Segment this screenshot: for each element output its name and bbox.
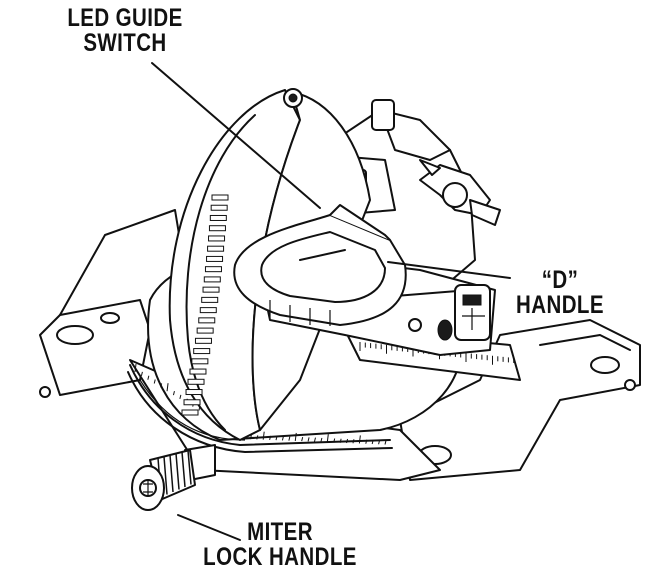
miter-scale-tick bbox=[301, 437, 304, 442]
led-guide-switch-label: LED GUIDE SWITCH bbox=[55, 6, 194, 56]
miter-scale-tick bbox=[275, 436, 278, 441]
miter-scale-tick bbox=[358, 435, 361, 444]
base-right-wing bbox=[399, 319, 641, 481]
guard-slot bbox=[183, 399, 201, 406]
guard-slot bbox=[196, 327, 214, 334]
miter-scale-tick bbox=[147, 375, 150, 380]
miter-scale-tick bbox=[179, 394, 182, 400]
miter-scale-tick bbox=[294, 432, 297, 441]
miter-scale-tick bbox=[134, 363, 137, 373]
miter-lock-leader-line bbox=[177, 514, 241, 541]
miter-scale-tick bbox=[314, 437, 316, 442]
guard-slot bbox=[208, 235, 226, 242]
guard-slot bbox=[204, 266, 222, 273]
miter-scale-tick bbox=[140, 371, 143, 376]
miter-scale-tick bbox=[249, 434, 252, 440]
miter-scale-tick bbox=[281, 436, 284, 441]
knob-ridge bbox=[175, 453, 180, 490]
d-handle-label: “D” HANDLE bbox=[490, 268, 629, 318]
miter-lock-handle-label-line-2: LOCK HANDLE bbox=[203, 543, 357, 571]
d-handle-leader-line bbox=[387, 261, 511, 279]
miter-scale-tick bbox=[307, 437, 310, 442]
miter-scale-tick bbox=[371, 439, 374, 445]
miter-scale-tick bbox=[326, 434, 329, 443]
guard-slot bbox=[199, 307, 217, 314]
miter-lock-handle-label-line-1: MITER bbox=[247, 518, 313, 546]
guard-slot bbox=[210, 204, 228, 211]
miter-scale-tick bbox=[333, 438, 336, 443]
guard-slot bbox=[206, 255, 224, 262]
miter-scale-tick bbox=[365, 439, 368, 444]
guard-slot bbox=[189, 368, 207, 375]
miter-scale-tick bbox=[262, 431, 265, 440]
guard-slot bbox=[201, 296, 219, 303]
guard-slot bbox=[202, 286, 220, 293]
guard-slot bbox=[187, 378, 205, 385]
d-handle-label-line-1: “D” bbox=[541, 266, 579, 294]
guard-slot bbox=[194, 337, 212, 344]
miter-scale-tick bbox=[269, 435, 272, 441]
d-handle[interactable] bbox=[233, 204, 407, 326]
miter-scale-tick bbox=[384, 440, 387, 445]
guard-slot bbox=[211, 194, 229, 201]
guard-slot bbox=[203, 276, 221, 283]
led-guide-switch-label-line-1: LED GUIDE bbox=[67, 4, 183, 32]
guard-slot bbox=[181, 409, 199, 416]
miter-scale-tick bbox=[166, 383, 169, 392]
miter-scale-tick bbox=[160, 383, 163, 388]
miter-scale-tick bbox=[352, 439, 355, 444]
knob-ridge bbox=[163, 456, 168, 495]
miter-scale-tick bbox=[339, 438, 342, 443]
miter-scale-tick bbox=[378, 440, 381, 445]
knob-ridge bbox=[187, 450, 192, 485]
miter-scale-tick bbox=[172, 390, 175, 396]
miter-scale-tick bbox=[288, 436, 291, 441]
miter-scale-tick bbox=[346, 438, 349, 444]
led-guide-switch-label-line-2: SWITCH bbox=[83, 29, 167, 57]
d-handle-label-line-2: HANDLE bbox=[516, 291, 604, 319]
miter-lock-handle-label: MITER LOCK HANDLE bbox=[190, 520, 370, 570]
miter-lock-handle[interactable] bbox=[131, 444, 216, 511]
guard-slot bbox=[193, 348, 211, 355]
led-switch-leader-line bbox=[151, 62, 321, 209]
knob-ridge bbox=[169, 454, 174, 493]
miter-scale-tick bbox=[256, 435, 259, 440]
knob-ridge bbox=[181, 451, 186, 488]
guard-slot bbox=[185, 389, 203, 396]
guard-slot bbox=[191, 358, 209, 365]
guard-slot bbox=[198, 317, 216, 324]
guard-slot bbox=[209, 214, 227, 221]
guard-slot bbox=[207, 245, 225, 252]
miter-scale-tick bbox=[153, 379, 156, 384]
miter-scale-tick bbox=[320, 437, 323, 443]
guard-slot bbox=[208, 225, 226, 232]
